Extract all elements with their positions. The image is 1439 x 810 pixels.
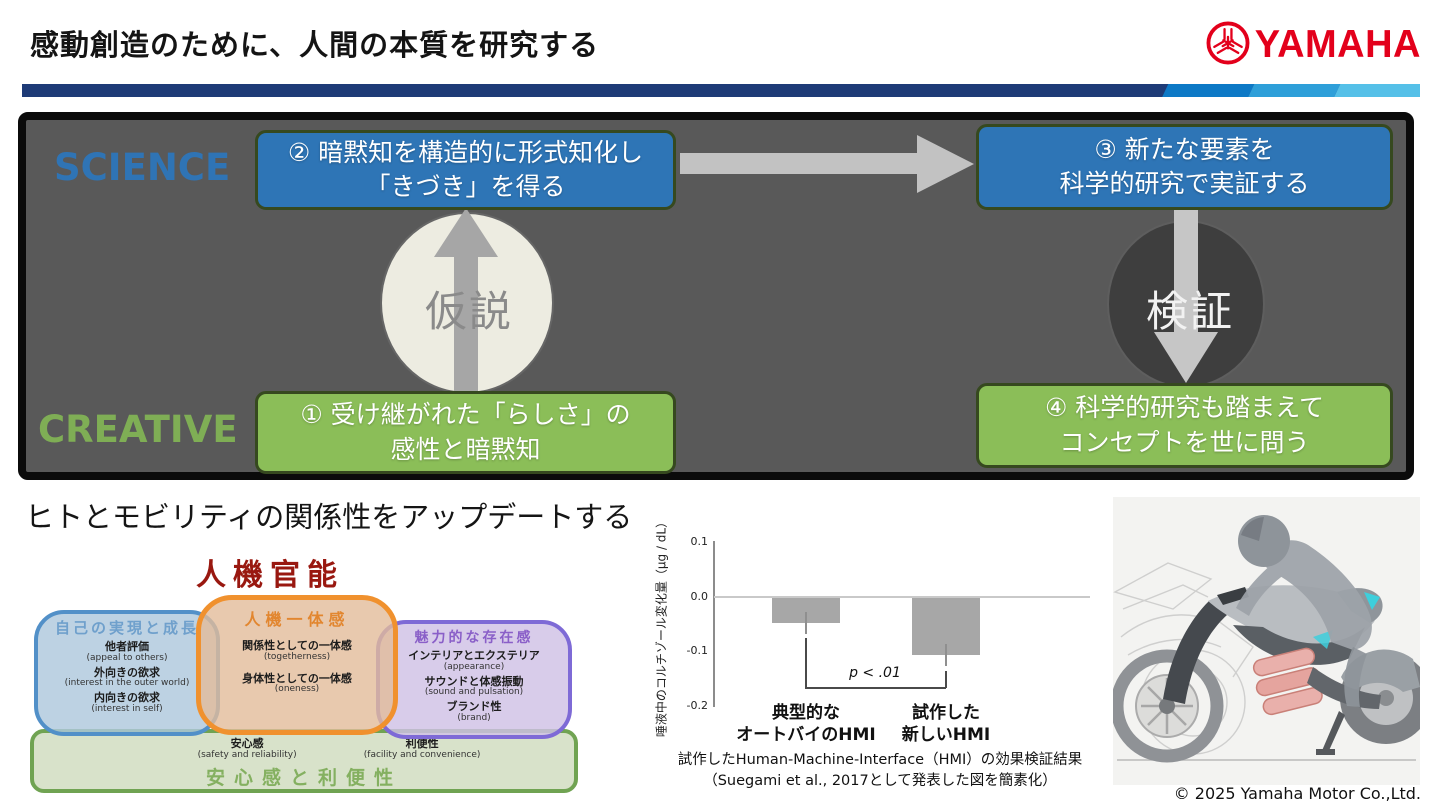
chart-y-axis-label: 唾液中のコルチゾール変化量（μg / dL） — [654, 515, 669, 738]
jinki-purple-box: 魅力的な存在感 インテリアとエクステリア (appearance) サウンドと体… — [376, 620, 572, 739]
error-bar — [805, 612, 807, 634]
error-bar — [945, 644, 947, 666]
cortisol-bar-chart: 唾液中のコルチゾール変化量（μg / dL） 0.1 0.0 -0.1 -0.2… — [650, 516, 1110, 810]
yamaha-logo: YAMAHA — [1205, 20, 1421, 70]
creative-label: CREATIVE — [38, 408, 238, 451]
chart-y-axis — [713, 541, 715, 707]
jinki-orange-title: 人機一体感 — [244, 610, 350, 629]
verification-label: 検証 — [1146, 287, 1235, 336]
section-heading: ヒトとモビリティの関係性をアップデートする — [25, 500, 633, 534]
x-category-label: 典型的な オートバイのHMI — [736, 703, 876, 746]
chart-caption: 試作したHuman-Machine-Interface（HMI）の効果検証結果 … — [677, 752, 1083, 790]
jinki-blue-box: 自己の実現と成長 他者評価 (appeal to others) 外向きの欲求 … — [34, 610, 220, 736]
accent-bar-segment — [1159, 84, 1257, 97]
jinki-kanno-figure: 人機官能 安心感 (safety and reliability) 利便性 (f… — [20, 548, 587, 800]
jinki-green-item: 利便性 (facility and convenience) — [363, 737, 481, 760]
flow-step-4-line1: ④ 科学的研究も踏まえて — [1044, 393, 1325, 422]
jinki-orange-box: 人機一体感 関係性としての一体感 (togetherness) 身体性としての一… — [196, 595, 398, 735]
down-arrow-icon — [1174, 210, 1198, 332]
accent-bar-segment — [1331, 84, 1420, 97]
significance-label: p < .01 — [849, 665, 901, 681]
flow-step-3-line2: 科学的研究で実証する — [1059, 169, 1310, 198]
jinki-purple-title: 魅力的な存在感 — [414, 630, 534, 646]
jinki-blue-title: 自己の実現と成長 — [54, 619, 199, 637]
right-arrow-icon — [680, 153, 917, 174]
flow-step-2-line2: 「きづき」を得る — [365, 172, 566, 201]
flow-step-1-box: ① 受け継がれた「らしさ」の 感性と暗黙知 — [255, 391, 676, 474]
accent-bar-segment — [1245, 84, 1343, 97]
jinki-green-item: 安心感 (safety and reliability) — [197, 737, 297, 760]
title-accent-bar — [22, 84, 1420, 97]
science-label: SCIENCE — [54, 146, 231, 189]
significance-bracket — [805, 638, 807, 688]
hypothesis-label: 仮説 — [425, 287, 514, 336]
jinki-kanno-title: 人機官能 — [196, 558, 344, 593]
right-arrow-head-icon — [917, 135, 974, 193]
y-tick: -0.2 — [686, 699, 708, 712]
y-tick: -0.1 — [686, 644, 708, 657]
yamaha-wordmark: YAMAHA — [1254, 23, 1421, 66]
flow-step-2-box: ② 暗黙知を構造的に形式知化し 「きづき」を得る — [255, 130, 676, 210]
science-creative-flow-diagram: SCIENCE CREATIVE 仮説 検証 ② 暗黙知を構造的に形式知化し 「… — [18, 112, 1414, 480]
up-arrow-icon — [454, 255, 478, 392]
motorcycle-concept-image — [1110, 497, 1432, 785]
flow-step-4-line2: コンセプトを世に問う — [1059, 427, 1310, 457]
jinki-green-title: 安心感と利便性 — [205, 766, 402, 789]
flow-step-3-line1: ③ 新たな要素を — [1094, 134, 1275, 164]
page-title: 感動創造のために、人間の本質を研究する — [30, 28, 600, 62]
up-arrow-head-icon — [434, 208, 498, 257]
yamaha-tuning-fork-icon — [1205, 20, 1251, 70]
jinki-green-box: 安心感 (safety and reliability) 利便性 (facili… — [30, 729, 578, 793]
flow-step-1-line2: 感性と暗黙知 — [390, 434, 541, 464]
flow-step-4-box: ④ 科学的研究も踏まえて コンセプトを世に問う — [976, 383, 1393, 468]
flow-step-1-line1: ① 受け継がれた「らしさ」の — [300, 400, 631, 429]
significance-bracket — [945, 671, 947, 688]
flow-step-2-line1: ② 暗黙知を構造的に形式知化し — [287, 137, 644, 167]
flow-step-3-box: ③ 新たな要素を 科学的研究で実証する — [976, 124, 1393, 210]
y-tick: 0.1 — [690, 535, 709, 548]
copyright-notice: © 2025 Yamaha Motor Co.,Ltd. — [1173, 784, 1421, 803]
x-category-label: 試作した 新しいHMI — [901, 703, 991, 746]
chart-zero-line — [714, 596, 1090, 598]
y-tick: 0.0 — [690, 590, 709, 603]
significance-bracket — [805, 687, 946, 689]
down-arrow-head-icon — [1154, 332, 1218, 383]
